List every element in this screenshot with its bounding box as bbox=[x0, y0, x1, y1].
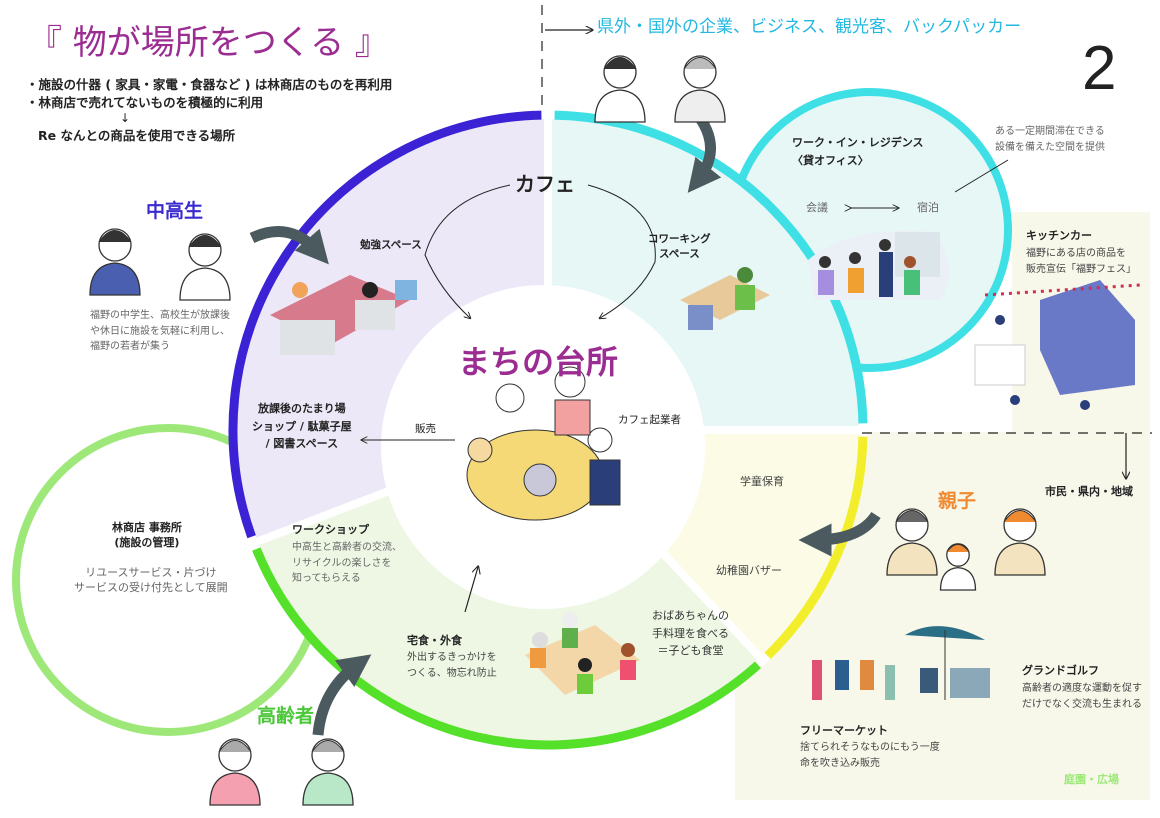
ground-golf-title: グランドゴルフ bbox=[1022, 664, 1099, 677]
students-label: 中高生 bbox=[146, 200, 204, 222]
page-title: 『 物が場所をつくる 』 bbox=[28, 23, 389, 63]
desc-line: 高齢者の適度な運動を促す bbox=[1022, 683, 1142, 694]
flea-market-desc: 捨てられそうなものにもう一度 命を吹き込み販売 bbox=[800, 740, 940, 771]
label-line: / 図書スペース bbox=[265, 437, 339, 451]
child-icon bbox=[939, 543, 977, 591]
elderly-woman-icon bbox=[209, 738, 261, 806]
note-line: ある一定期間滞在できる bbox=[995, 126, 1105, 137]
flea-market-title: フリーマーケット bbox=[800, 724, 888, 737]
desc-line: リユースサービス・片づけ bbox=[85, 566, 217, 579]
cafe-arc-left bbox=[424, 184, 511, 318]
childcare-label: 学童保育 bbox=[740, 475, 784, 488]
note-line: 設備を備えた空間を提供 bbox=[995, 141, 1105, 153]
garden-label: 庭園・広場 bbox=[1064, 773, 1119, 786]
kitchen-car-desc: 福野にある店の商品を 販売宣伝「福野フェス」 bbox=[1026, 246, 1136, 277]
desc-line: 中高生と高齢者の交流、 bbox=[292, 542, 402, 553]
visitors-flow-arrow bbox=[687, 114, 722, 193]
visitors-label: 県外・国外の企業、ビジネス、観光客、バックパッカー bbox=[597, 17, 1022, 37]
cafe-label: カフェ bbox=[515, 172, 575, 196]
desc-line: 福野にある店の商品を bbox=[1026, 248, 1126, 259]
families-label: 親子 bbox=[938, 490, 977, 512]
desc-line: だけでなく交流も生まれる bbox=[1022, 698, 1142, 710]
elderly-flow-arrow bbox=[312, 654, 372, 736]
desc-line: や休日に施設を気軽に利用し、 bbox=[90, 325, 230, 337]
desc-line: 外出するきっかけを bbox=[407, 652, 497, 663]
sector-families-ring bbox=[764, 436, 868, 660]
flea-market-illustration bbox=[812, 626, 990, 700]
header-bullet: ・施設の什器 ( 家具・家電・食器など ) は林商店のものを再利用 bbox=[26, 77, 393, 92]
desc-line: 命を吹き込み販売 bbox=[800, 757, 880, 769]
desc-line: サービスの受け付先として展開 bbox=[74, 581, 228, 595]
meals-arrow bbox=[464, 567, 478, 613]
label-line: 林商店 事務所 bbox=[112, 521, 182, 534]
cafe-table-illustration bbox=[466, 366, 621, 521]
desc-line: 福野の若者が集う bbox=[90, 341, 170, 352]
label-line: 放課後のたまり場 bbox=[258, 402, 346, 415]
desc-line: つくる、物忘れ防止 bbox=[407, 667, 497, 679]
coworking-illustration bbox=[680, 267, 770, 330]
student-girl-icon bbox=[179, 233, 231, 301]
header-bullet: ・林商店で売れてないものを積極的に利用 bbox=[26, 95, 264, 110]
label-line: おばあちゃんの bbox=[652, 609, 729, 622]
label-line: 手料理を食べる bbox=[652, 626, 729, 640]
office-title: 林商店 事務所 (施設の管理) bbox=[112, 520, 182, 551]
father-icon bbox=[886, 508, 938, 576]
desc-line: 捨てられそうなものにもう一度 bbox=[800, 742, 940, 753]
label-line: ショップ / 駄菓子屋 bbox=[252, 419, 352, 433]
desc-line: 福野の中学生、高校生が放課後 bbox=[90, 310, 230, 321]
families-flow-arrow bbox=[798, 511, 881, 557]
business-man-icon bbox=[594, 55, 646, 123]
header-result: Re なんとの商品を使用できる場所 bbox=[38, 128, 236, 143]
residence-note: ある一定期間滞在できる 設備を備えた空間を提供 bbox=[995, 124, 1105, 155]
sector-students-ring bbox=[228, 110, 542, 539]
cafe-arc-right bbox=[587, 184, 656, 318]
cafe-entrepreneur-label: カフェ起業者 bbox=[618, 414, 681, 426]
label-line: 〈貸オフィス〉 bbox=[792, 153, 869, 167]
student-boy-icon bbox=[89, 228, 141, 296]
meals-desc: 外出するきっかけを つくる、物忘れ防止 bbox=[407, 650, 497, 681]
label-line: (施設の管理) bbox=[114, 536, 180, 550]
sector-residence-ring bbox=[554, 110, 868, 424]
coworking-label: コワーキング スペース bbox=[648, 232, 711, 261]
students-flow-arrow bbox=[249, 226, 329, 265]
after-school-label: 放課後のたまり場 ショップ / 駄菓子屋 / 図書スペース bbox=[252, 400, 352, 453]
sales-label: 販売 bbox=[415, 423, 436, 435]
page-number: 2 bbox=[1082, 34, 1117, 103]
business-woman-icon bbox=[674, 55, 726, 123]
label-line: ＝子ども食堂 bbox=[657, 644, 724, 658]
bazaar-label: 幼稚園バザー bbox=[716, 564, 782, 577]
label-line: スペース bbox=[658, 247, 700, 260]
ground-golf-desc: 高齢者の適度な運動を促す だけでなく交流も生まれる bbox=[1022, 681, 1142, 712]
office-desc: リユースサービス・片づけ サービスの受け付先として展開 bbox=[74, 565, 228, 596]
header-arrow: ↓ bbox=[120, 111, 131, 125]
elderly-label: 高齢者 bbox=[257, 705, 315, 727]
label-line: ワーク・イン・レジデンス bbox=[792, 136, 924, 149]
local-label: 市民・県内・地域 bbox=[1045, 485, 1133, 498]
students-desc: 福野の中学生、高校生が放課後 や休日に施設を気軽に利用し、 福野の若者が集う bbox=[90, 308, 230, 355]
desc-line: 知ってもらえる bbox=[292, 573, 361, 584]
workshop-desc: 中高生と高齢者の交流、 リサイクルの楽しさを 知ってもらえる bbox=[292, 540, 402, 587]
label-line: コワーキング bbox=[648, 233, 711, 245]
meals-title: 宅食・外食 bbox=[407, 634, 462, 647]
stay-label: 宿泊 bbox=[917, 201, 939, 214]
kids-cafeteria-label: おばあちゃんの 手料理を食べる ＝子ども食堂 bbox=[652, 607, 729, 660]
residence-title: ワーク・イン・レジデンス 〈貸オフィス〉 bbox=[792, 134, 924, 169]
desc-line: 販売宣伝「福野フェス」 bbox=[1026, 263, 1136, 275]
workshop-title: ワークショップ bbox=[292, 523, 369, 536]
elderly-man-icon bbox=[302, 738, 354, 806]
meeting-label: 会議 bbox=[806, 201, 828, 214]
kids-cafeteria-illustration bbox=[525, 612, 640, 695]
kitchen-car-illustration bbox=[974, 280, 1141, 410]
meeting-illustration bbox=[808, 230, 949, 300]
residence-note-line bbox=[954, 159, 1009, 193]
center-title: まちの台所 bbox=[458, 343, 619, 381]
study-space-label: 勉強スペース bbox=[360, 239, 422, 251]
study-illustration bbox=[270, 275, 417, 355]
kitchen-car-title: キッチンカー bbox=[1026, 229, 1092, 242]
sector-elderly-ring bbox=[252, 547, 761, 750]
desc-line: リサイクルの楽しさを bbox=[292, 557, 392, 569]
mother-icon bbox=[994, 508, 1046, 576]
